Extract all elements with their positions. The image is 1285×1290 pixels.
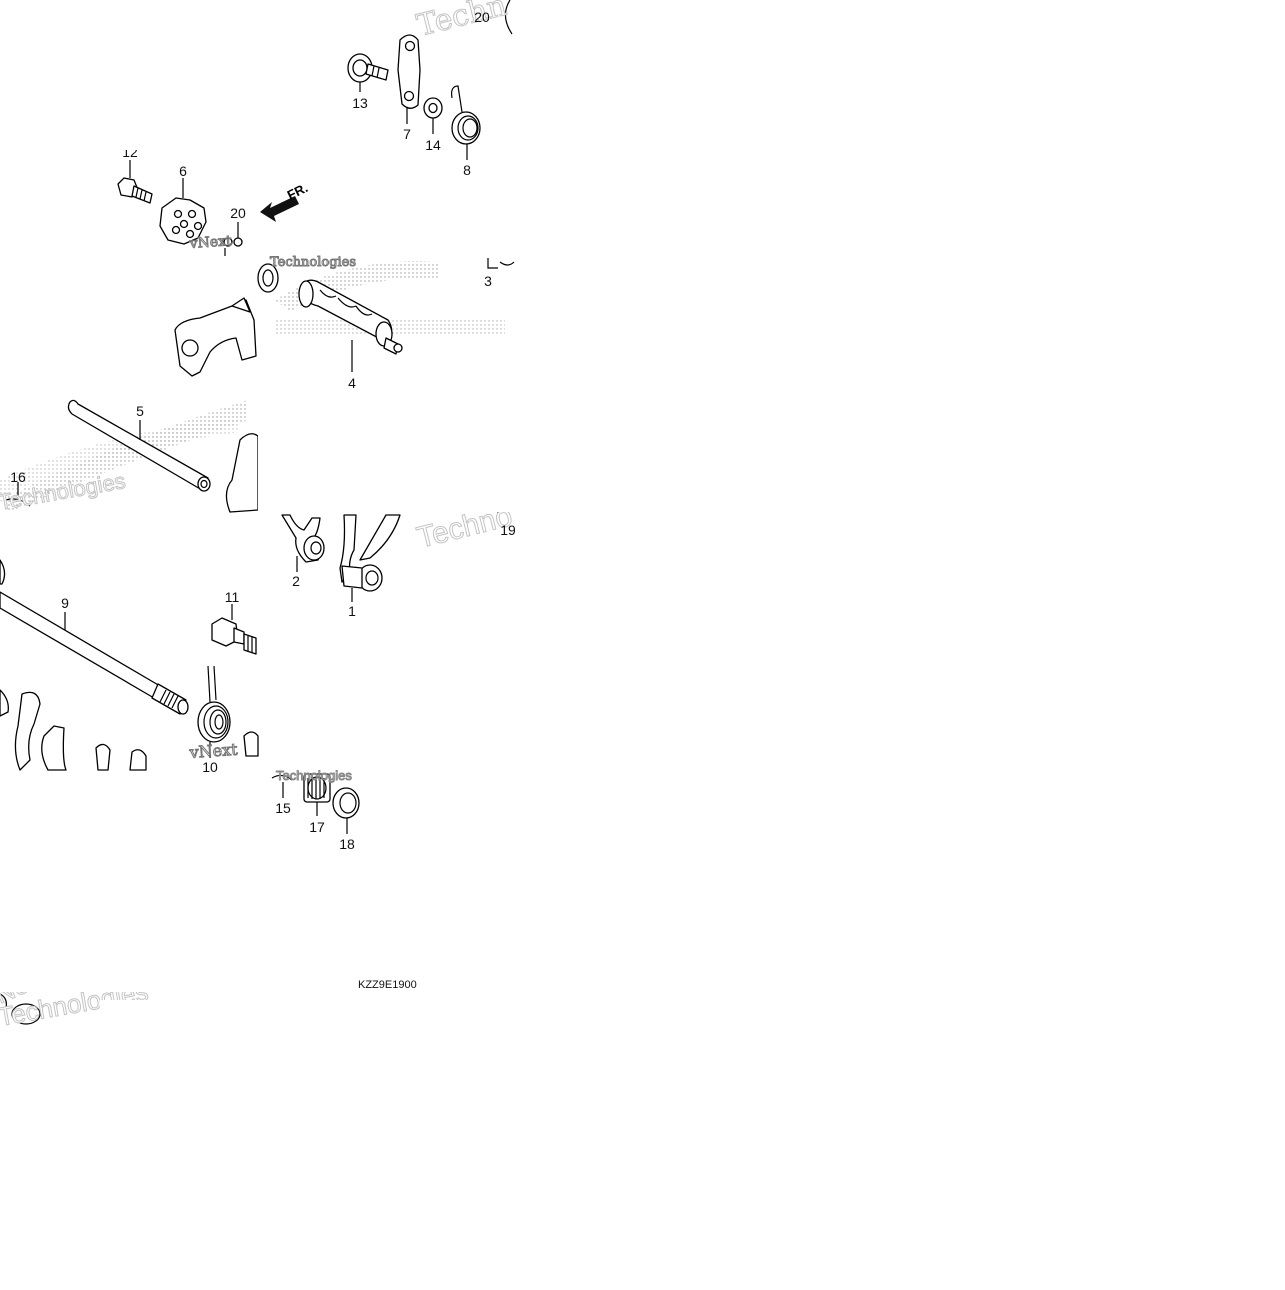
watermark-text: vNext (188, 233, 232, 252)
part-5-fork-shaft (67, 399, 211, 492)
part-9-gearshift-spindle (0, 559, 189, 715)
part-13-flange-bolt (347, 53, 389, 92)
callout-20: 20 (230, 205, 246, 221)
watermark-text: vNext (188, 740, 239, 762)
part-7-stopper-arm (397, 34, 421, 124)
callout-9: 9 (61, 595, 69, 611)
part-18-oil-seal (332, 787, 360, 834)
part-14-washer (423, 97, 443, 134)
part-16-bottom-partial (0, 993, 41, 1025)
part-4-shift-drum (257, 263, 403, 372)
shift-fork-partial (174, 297, 257, 377)
part-1-shift-fork (339, 514, 401, 602)
part-20-pin (223, 222, 243, 256)
callout-18: 18 (339, 836, 355, 852)
watermark-text: Technologies (270, 255, 356, 270)
callout-15: 15 (275, 800, 291, 816)
callout-13: 13 (352, 95, 368, 111)
part-10-return-spring (197, 665, 231, 758)
callout-6: 6 (179, 163, 187, 179)
callout-17: 17 (309, 819, 325, 835)
callout-20-top: 20 (474, 9, 490, 25)
part-11-stud-bolt (211, 604, 257, 655)
part-2-shift-fork (281, 514, 325, 572)
callout-11: 11 (225, 589, 240, 605)
part-16-partial (5, 482, 31, 507)
part-15-collar (271, 774, 293, 798)
callout-4: 4 (348, 375, 356, 391)
callout-2: 2 (292, 573, 300, 589)
shift-fork-partial-right (225, 433, 259, 513)
part-6-plate (159, 178, 207, 245)
part-12-bolt (117, 160, 153, 204)
callout-5: 5 (136, 403, 144, 419)
part-3-partial (487, 258, 515, 269)
callout-16: 16 (10, 469, 26, 485)
callout-3: 3 (484, 273, 492, 289)
callout-8: 8 (463, 162, 471, 178)
part-20-top-edge (504, 0, 513, 35)
part-17-needle-bearing (303, 773, 331, 816)
part-8-spring (451, 85, 481, 160)
front-direction-arrow (260, 196, 299, 222)
callout-labels: 1 2 3 4 5 6 7 8 9 10 11 12 13 14 15 16 1… (10, 9, 516, 852)
diagram-code: KZZ9E1900 (358, 979, 417, 991)
shift-forks-partial-bottom (0, 689, 259, 771)
callout-10: 10 (202, 759, 218, 775)
callout-7: 7 (403, 126, 411, 142)
callout-1: 1 (348, 603, 356, 619)
callout-19: 19 (500, 522, 516, 538)
watermark-text: Technologies (276, 768, 352, 783)
callout-14: 14 (425, 137, 441, 153)
